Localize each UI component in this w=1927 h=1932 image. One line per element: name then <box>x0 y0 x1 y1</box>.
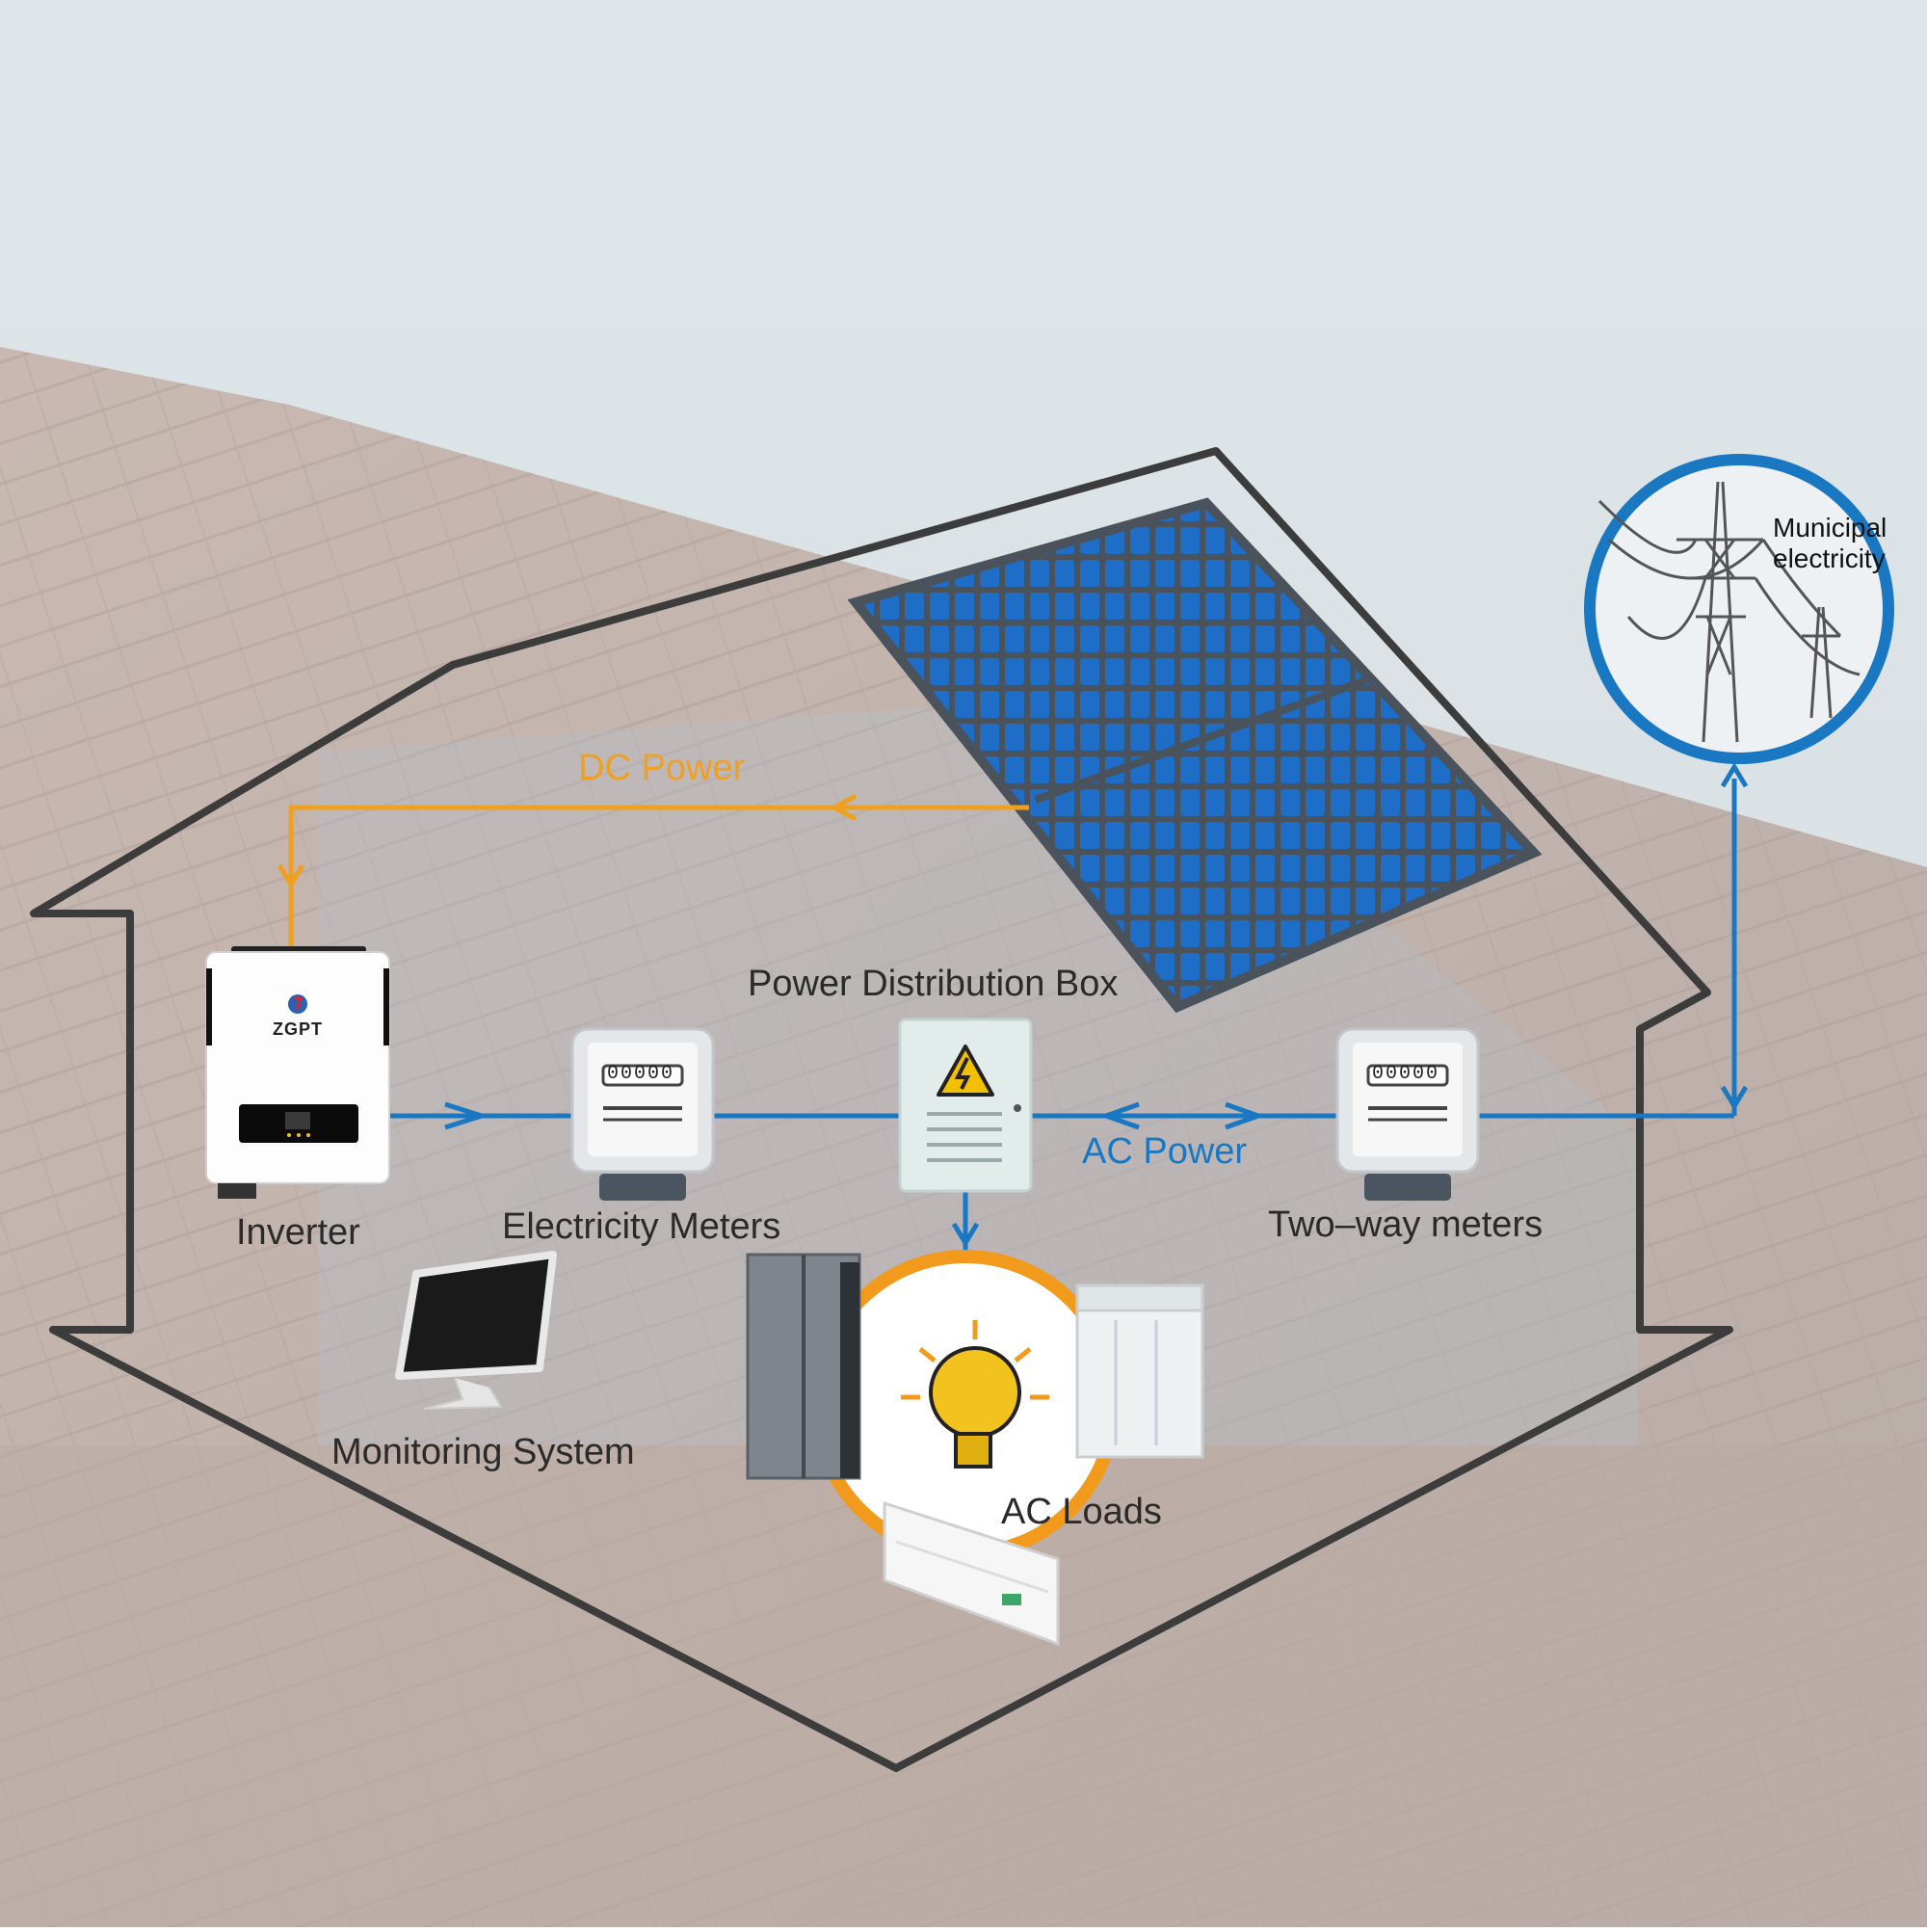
wall-background <box>0 1445 1927 1927</box>
municipal-electricity-label-line2: electricity <box>1773 543 1886 573</box>
dc-power-line <box>277 793 1029 952</box>
monitoring-system-label: Monitoring System <box>331 1432 635 1472</box>
electricity-meter-icon <box>570 1027 715 1201</box>
electricity-meters-label: Electricity Meters <box>502 1206 781 1247</box>
two-way-meter-icon <box>1335 1027 1480 1201</box>
municipal-electricity-label-line1: Municipal <box>1773 513 1887 543</box>
meter-digits-right: 00000 <box>1372 1063 1440 1085</box>
house-outline <box>30 447 1733 1772</box>
power-tower-icon <box>1584 454 1894 764</box>
distribution-box-icon <box>898 1018 1033 1193</box>
inverter-brand-label: ZGPT <box>273 1019 323 1039</box>
light-bulb-icon <box>901 1320 1049 1469</box>
inverter-icon <box>205 946 390 1199</box>
ac-loads-label: AC Loads <box>1001 1492 1162 1532</box>
two-way-meters-label: Two–way meters <box>1268 1204 1544 1245</box>
meter-digits-left: 00000 <box>607 1063 675 1085</box>
air-conditioner-icon <box>883 1500 1060 1647</box>
dc-power-label: DC Power <box>578 748 746 788</box>
power-distribution-box-label: Power Distribution Box <box>748 964 1119 1004</box>
monitor-icon <box>395 1251 557 1410</box>
washing-machine-icon <box>1075 1284 1204 1459</box>
solar-panel-icon <box>847 497 1543 1014</box>
refrigerator-icon <box>746 1253 861 1480</box>
ac-power-label: AC Power <box>1082 1131 1248 1172</box>
inverter-label: Inverter <box>236 1212 360 1253</box>
